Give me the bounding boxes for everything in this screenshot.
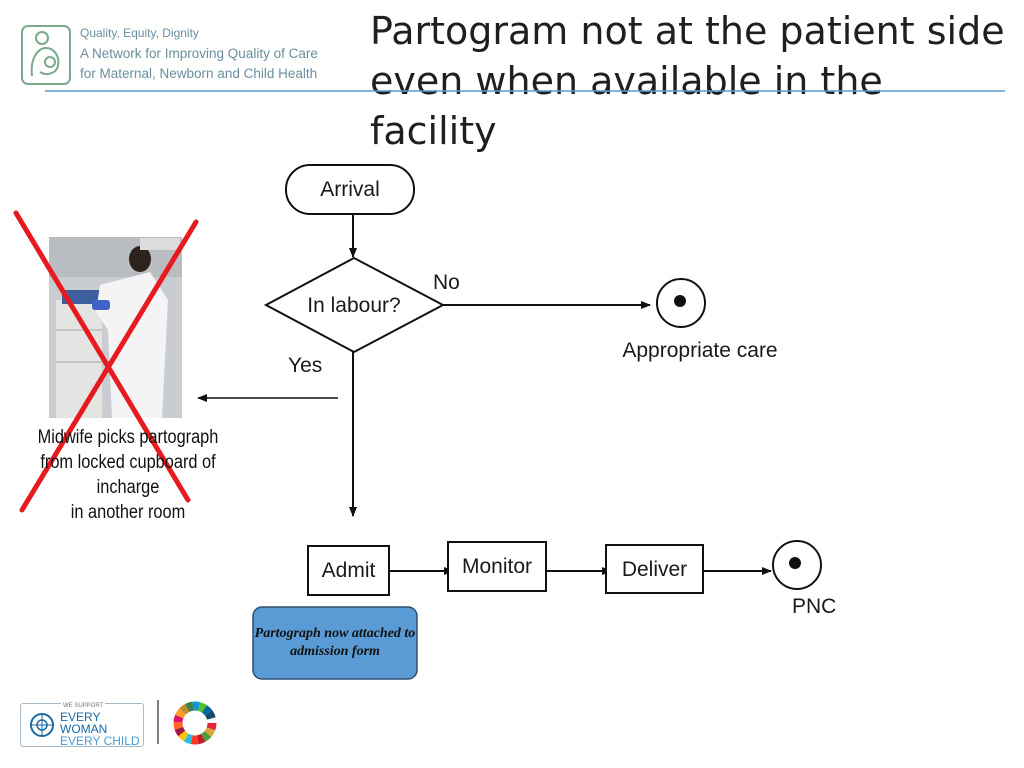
midwife-photo bbox=[49, 237, 182, 418]
caption-line-4: in another room bbox=[70, 502, 186, 523]
caption-line-1: Midwife picks partograph bbox=[37, 427, 219, 448]
un-emblem-icon bbox=[30, 713, 54, 737]
appropriate-care-end-dot bbox=[674, 295, 686, 307]
cross-out-line-2 bbox=[19, 219, 199, 513]
yes-label: Yes bbox=[288, 354, 323, 377]
in-labour-label: In labour? bbox=[307, 294, 401, 317]
ewec-we-support: WE SUPPORT bbox=[61, 703, 106, 709]
partograph-note-text: Partograph now attached to admission for… bbox=[254, 626, 416, 659]
caption-line-2: from locked cupboard of bbox=[40, 452, 216, 473]
sdg-wheel-icon bbox=[173, 701, 217, 745]
monitor-box bbox=[447, 541, 547, 592]
cross-out-line-1 bbox=[13, 210, 191, 503]
deliver-label: Deliver bbox=[621, 558, 688, 581]
deliver-box bbox=[605, 544, 704, 594]
monitor-label: Monitor bbox=[461, 555, 533, 578]
ewec-line-1: EVERY WOMAN bbox=[60, 710, 108, 736]
title-line-2: even when available in the facility bbox=[370, 59, 883, 153]
ewec-text: EVERY WOMAN EVERY CHILD bbox=[60, 711, 145, 747]
ewec-logo: WE SUPPORT bbox=[20, 703, 144, 747]
arrival-node bbox=[285, 164, 415, 215]
logo-line-2: A Network for Improving Quality of Care bbox=[80, 46, 318, 61]
slide-title: Partogram not at the patient side even w… bbox=[370, 6, 1020, 156]
admit-label: Admit bbox=[321, 559, 376, 582]
network-logo: Quality, Equity, Dignity A Network for I… bbox=[20, 22, 320, 88]
appropriate-care-label: Appropriate care bbox=[622, 339, 778, 362]
partograph-note-box bbox=[252, 606, 418, 680]
title-line-1: Partogram not at the patient side bbox=[370, 9, 1005, 53]
arrival-label: Arrival bbox=[320, 178, 380, 201]
logo-line-3: for Maternal, Newborn and Child Health bbox=[80, 66, 318, 81]
pnc-label: PNC bbox=[792, 595, 837, 618]
header-divider bbox=[45, 90, 1005, 92]
ewec-line-2: EVERY CHILD bbox=[60, 734, 140, 748]
mother-child-logo-icon bbox=[21, 25, 71, 85]
logo-line-1: Quality, Equity, Dignity bbox=[80, 26, 199, 40]
caption-line-3: incharge bbox=[96, 477, 160, 498]
admit-box bbox=[307, 545, 390, 596]
crossed-out-caption: Midwife picks partograph from locked cup… bbox=[14, 425, 242, 525]
no-label: No bbox=[433, 271, 460, 294]
pnc-end-dot bbox=[789, 557, 801, 569]
